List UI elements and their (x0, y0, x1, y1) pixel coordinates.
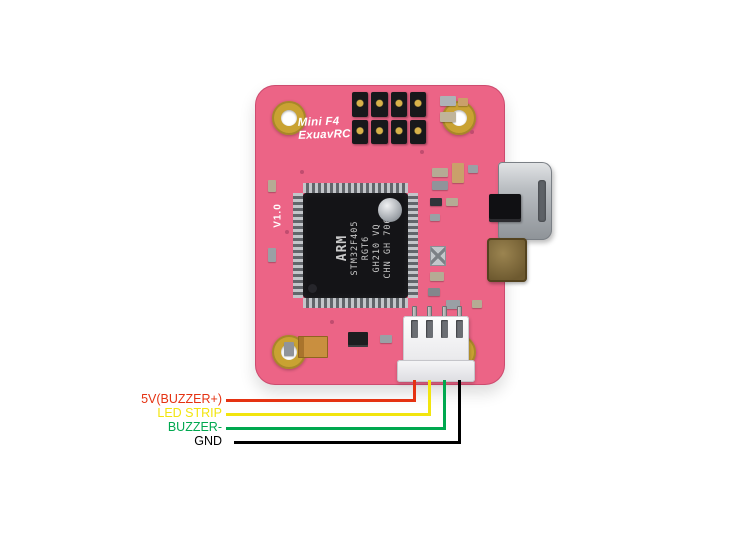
connector-slot (441, 320, 448, 338)
label-led-strip: LED STRIP (157, 406, 222, 420)
inductor (487, 238, 527, 282)
wire-buzzer-horizontal (226, 427, 446, 430)
jst-connector-base (397, 360, 475, 382)
jst-connector (403, 316, 469, 366)
board-version: V1.0 (272, 203, 284, 228)
tantalum-capacitor (298, 336, 328, 358)
smd-resistor (380, 335, 392, 343)
wire-gnd-horizontal (234, 441, 461, 444)
label-buzzer-minus: BUZZER- (167, 420, 222, 434)
label-gnd: GND (194, 434, 222, 448)
wire-led-horizontal (226, 413, 431, 416)
mcu-marking-line: CHN GH 706 (382, 217, 393, 279)
smd-resistor (468, 165, 478, 173)
smd-capacitor (432, 168, 448, 177)
smd-capacitor (452, 163, 464, 183)
hole-center (281, 110, 297, 126)
mcu-pins-top (303, 183, 408, 193)
header-pin (371, 92, 388, 117)
board-title-line2: ExuavRC (298, 128, 351, 142)
via-dot (300, 170, 304, 174)
label-5v-buzzer-plus: 5V(BUZZER+) (141, 392, 222, 406)
mcu-pins-bottom (303, 298, 408, 308)
mcu-pin1-dot (308, 284, 317, 293)
via-dot (470, 130, 474, 134)
mcu-pins-left (293, 193, 303, 298)
usb-slot (538, 180, 546, 222)
header-pin (409, 119, 426, 144)
mcu-marking-line: GH210 VQ (371, 223, 382, 273)
smd-resistor (430, 198, 442, 206)
crystal-oscillator (430, 246, 446, 266)
via-dot (420, 150, 424, 154)
st-logo-icon (378, 198, 402, 222)
mcu-part-number: STM32F405 (349, 220, 360, 276)
smd-resistor (458, 98, 468, 106)
mcu-marking-line: RGT6 (360, 235, 371, 261)
smd-resistor (472, 300, 482, 308)
voltage-regulator-chip (489, 194, 521, 222)
smd-capacitor (430, 272, 444, 281)
smd-capacitor (440, 112, 456, 122)
pin-header (352, 92, 426, 144)
connector-slot (456, 320, 463, 338)
header-pin (390, 92, 407, 117)
sot23-transistor (348, 332, 368, 347)
smd-capacitor (268, 248, 276, 262)
smd-capacitor (440, 96, 456, 106)
board-title: Mini F4 ExuavRC (298, 115, 351, 143)
wire-gnd-vertical (458, 380, 461, 444)
via-dot (285, 230, 289, 234)
wire-buzzer-vertical (443, 380, 446, 430)
connector-slot (411, 320, 418, 338)
mounting-hole-top-left (272, 101, 306, 135)
smd-capacitor (432, 181, 448, 190)
header-pin (409, 92, 426, 117)
header-pin (352, 119, 369, 144)
smd-capacitor (284, 342, 294, 356)
via-dot (330, 320, 334, 324)
header-pin (390, 119, 407, 144)
smd-resistor (428, 288, 440, 296)
wire-5v-vertical (413, 380, 416, 402)
smd-capacitor (446, 198, 458, 206)
wire-led-vertical (428, 380, 431, 416)
smd-resistor (430, 214, 440, 221)
header-pin (371, 119, 388, 144)
mcu-pins-right (408, 193, 418, 298)
smd-capacitor (446, 300, 460, 309)
wire-5v-horizontal (226, 399, 416, 402)
connector-slot (426, 320, 433, 338)
mcu-brand: ARM (334, 234, 350, 262)
smd-capacitor (268, 180, 276, 192)
header-pin (352, 92, 369, 117)
